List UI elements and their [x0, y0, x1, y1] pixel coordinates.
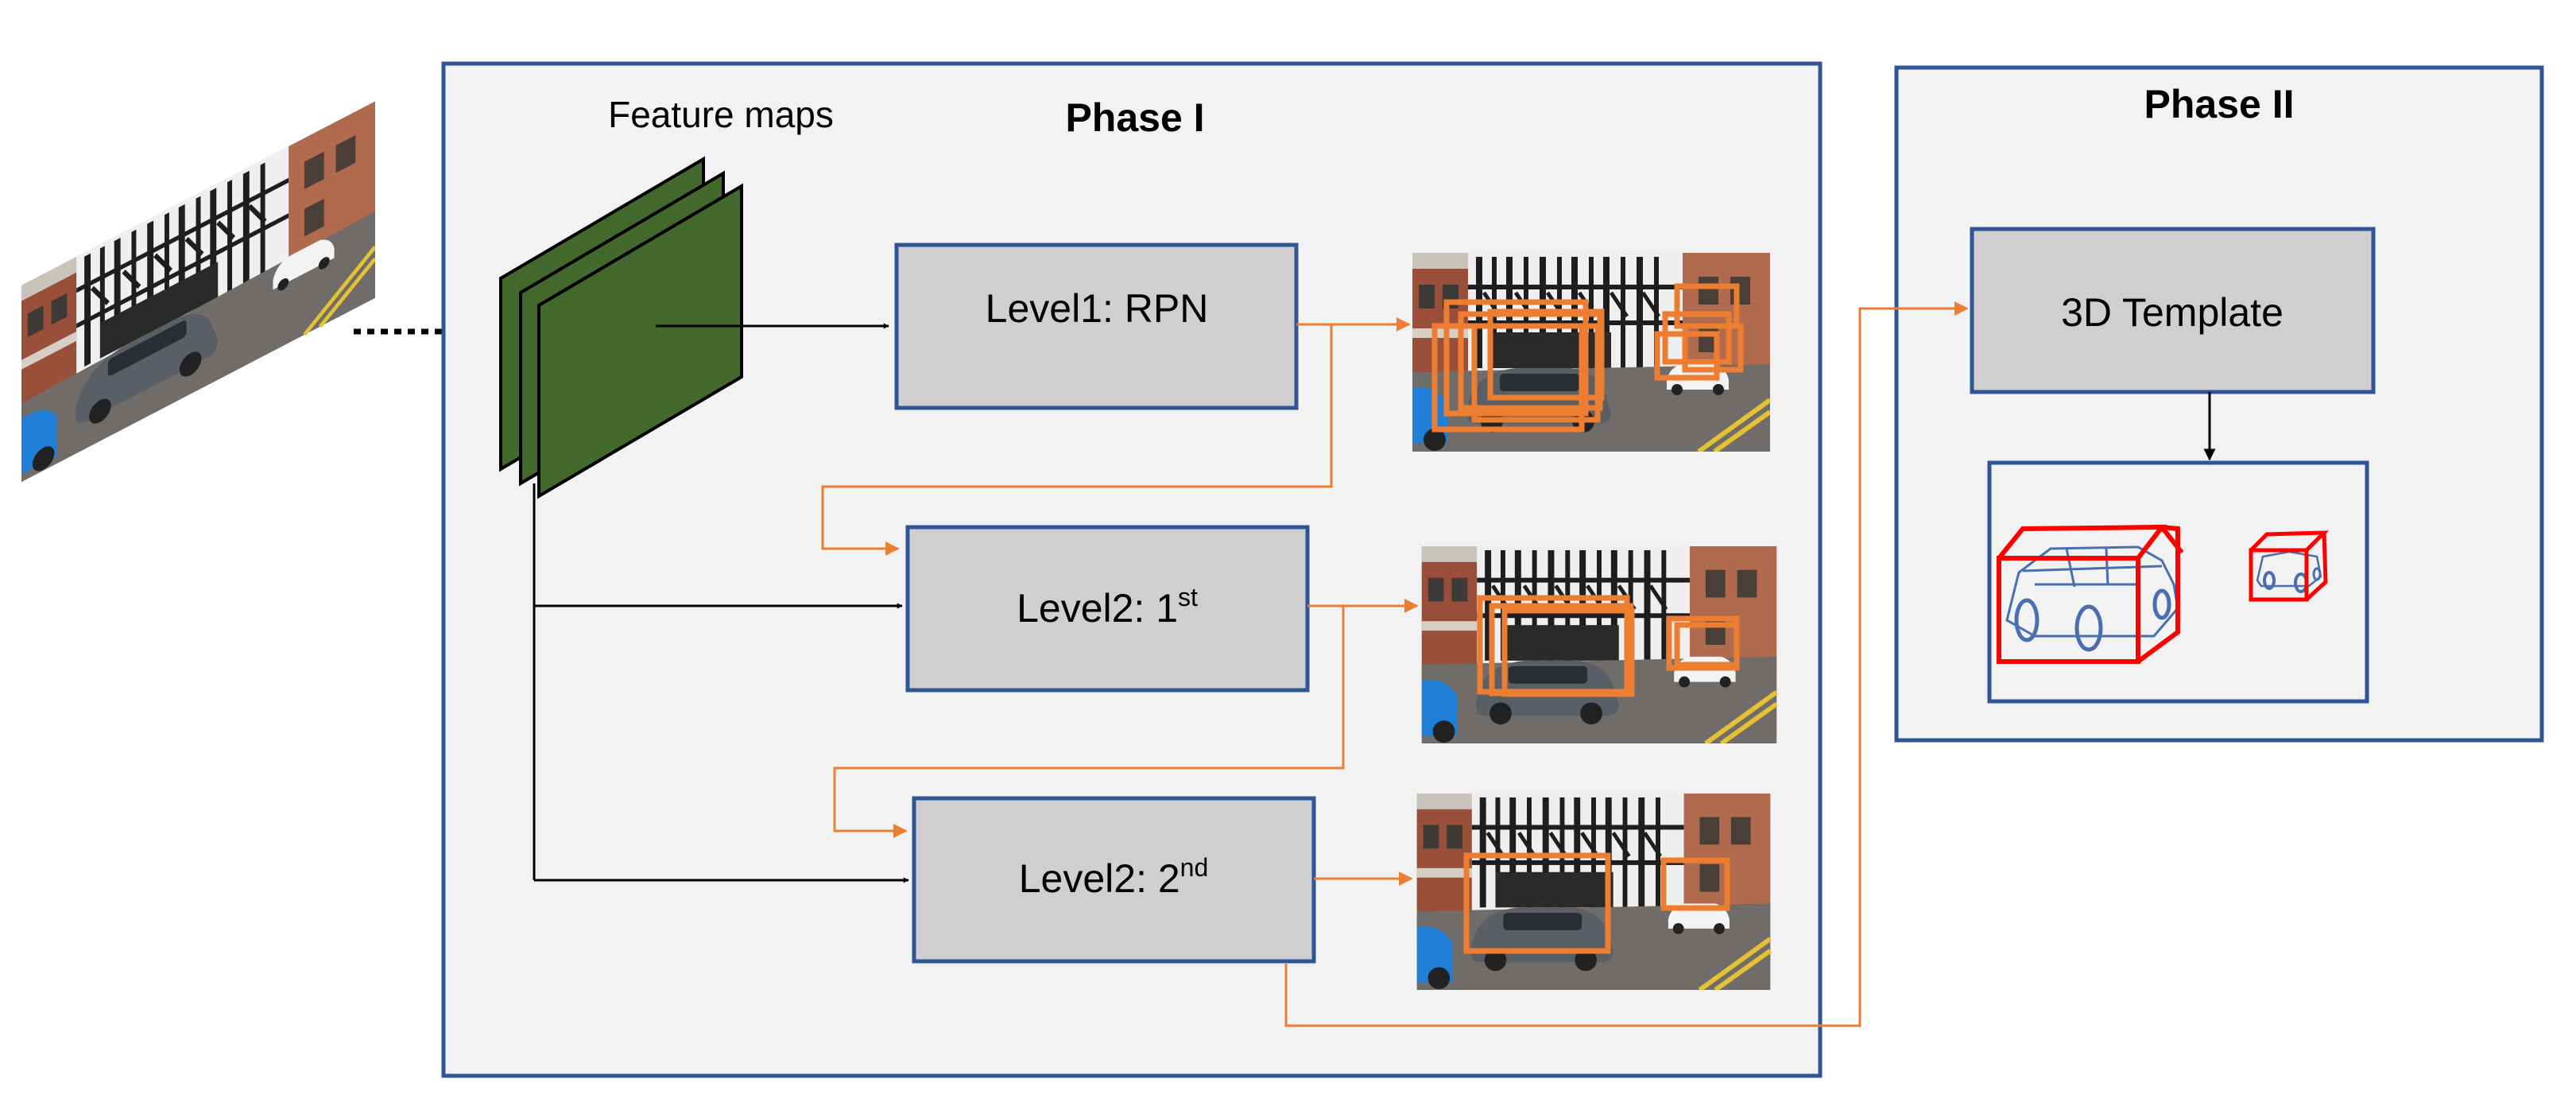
3d-car-cuboid-small-icon	[2249, 530, 2330, 602]
level1-rpn-label: Level1: RPN	[986, 286, 1209, 331]
detections-level1-image	[1412, 253, 1770, 452]
level2-second-label: Level2: 2nd	[1019, 853, 1209, 901]
3d-car-cuboid-icon	[1997, 524, 2184, 664]
level1-rpn-box	[894, 243, 1299, 410]
level2-first-label: Level2: 1st	[1017, 583, 1198, 631]
3d-template-box	[1970, 227, 2376, 394]
level2-second-box	[912, 796, 1316, 964]
phase2-title: Phase II	[2144, 82, 2295, 126]
detections-level2-first-image	[1422, 546, 1776, 743]
level2-first-box	[905, 525, 1310, 693]
phase1-title: Phase I	[1065, 95, 1204, 140]
detections-level2-second-image	[1417, 794, 1771, 990]
3d-template-label: 3D Template	[2061, 290, 2284, 335]
input-street-image-icon	[21, 101, 375, 482]
feature-maps-label: Feature maps	[608, 94, 834, 135]
feature-maps-stack-icon	[499, 156, 743, 499]
orange-flow-lines	[821, 301, 1969, 1027]
